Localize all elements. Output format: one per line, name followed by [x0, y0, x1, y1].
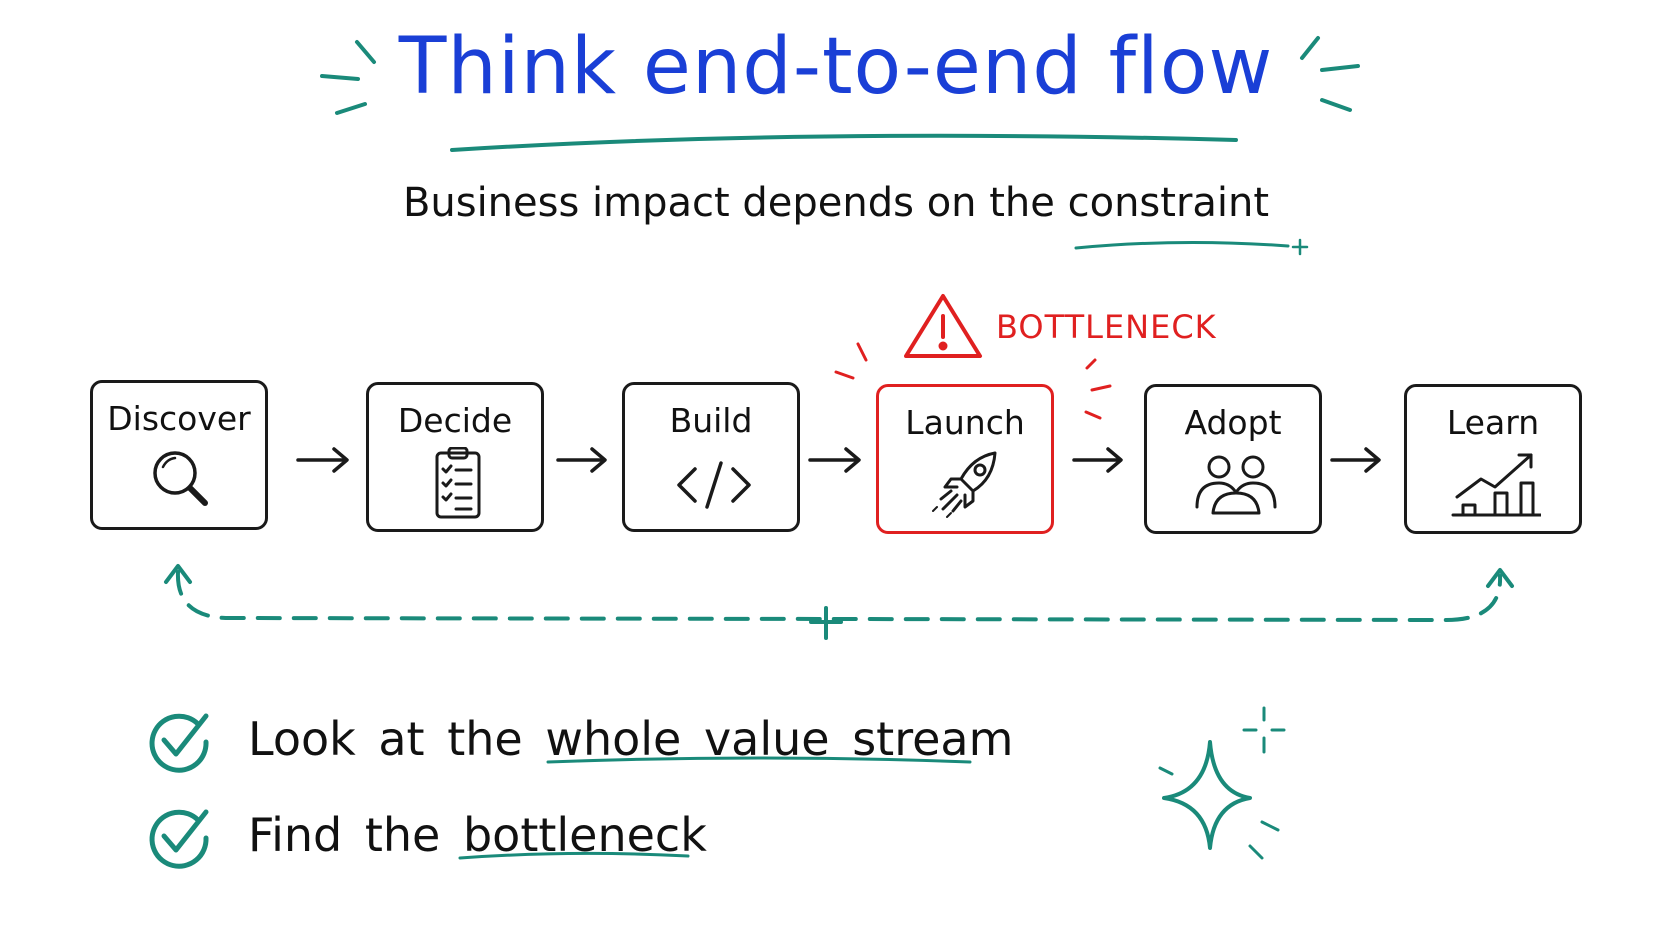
users-icon [1195, 455, 1277, 515]
sparkle-star-icon [1162, 740, 1252, 850]
step-build: Build [622, 382, 800, 532]
step-label: Learn [1446, 403, 1540, 442]
subtitle-underline [1074, 240, 1290, 250]
rocket-icon [932, 451, 997, 518]
title-right-sparkle-icon [1300, 36, 1360, 112]
step-learn: Learn [1404, 384, 1582, 534]
takeaway-text: Find the bottleneck [248, 808, 707, 862]
sparkle-plus-icon [1242, 706, 1286, 754]
arrow-5-icon [1330, 447, 1381, 473]
check-circle-icon [149, 809, 209, 869]
code-icon [677, 461, 751, 509]
step-adopt: Adopt [1144, 384, 1322, 534]
check-circle-icon [149, 713, 209, 773]
step-label: Discover [107, 399, 251, 438]
page-title: Think end-to-end flow [398, 22, 1274, 112]
takeaway-1-underline [546, 756, 972, 764]
clipboard-checklist-icon [435, 447, 481, 519]
feedback-loop-arrow [164, 564, 1514, 640]
step-label: Build [669, 401, 753, 440]
page-subtitle: Business impact depends on the constrain… [402, 180, 1270, 226]
magnifier-icon [153, 451, 208, 506]
step-decide: Decide [366, 382, 544, 532]
takeaway-text: Look at the whole value stream [248, 712, 1014, 766]
step-label: Launch [905, 403, 1025, 442]
takeaway-2-underline [458, 851, 690, 860]
arrow-1-icon [296, 447, 349, 473]
title-left-sparkle-icon [320, 40, 376, 115]
step-discover: Discover [90, 380, 268, 530]
arrow-3-icon [808, 447, 861, 473]
bottleneck-burst-icon [834, 342, 1112, 420]
subtitle-plus-icon [1291, 238, 1309, 256]
warning-icon [904, 294, 982, 358]
arrow-2-icon [556, 447, 607, 473]
flow-arrows [296, 447, 1381, 473]
step-label: Adopt [1184, 403, 1282, 442]
sparkle-dash-marks [1158, 766, 1280, 860]
bottleneck-label: BOTTLENECK [996, 308, 1217, 346]
step-launch: Launch [876, 384, 1054, 534]
growth-chart-icon [1451, 453, 1541, 517]
arrow-4-icon [1072, 447, 1123, 473]
title-underline [450, 133, 1238, 152]
step-label: Decide [397, 401, 513, 440]
